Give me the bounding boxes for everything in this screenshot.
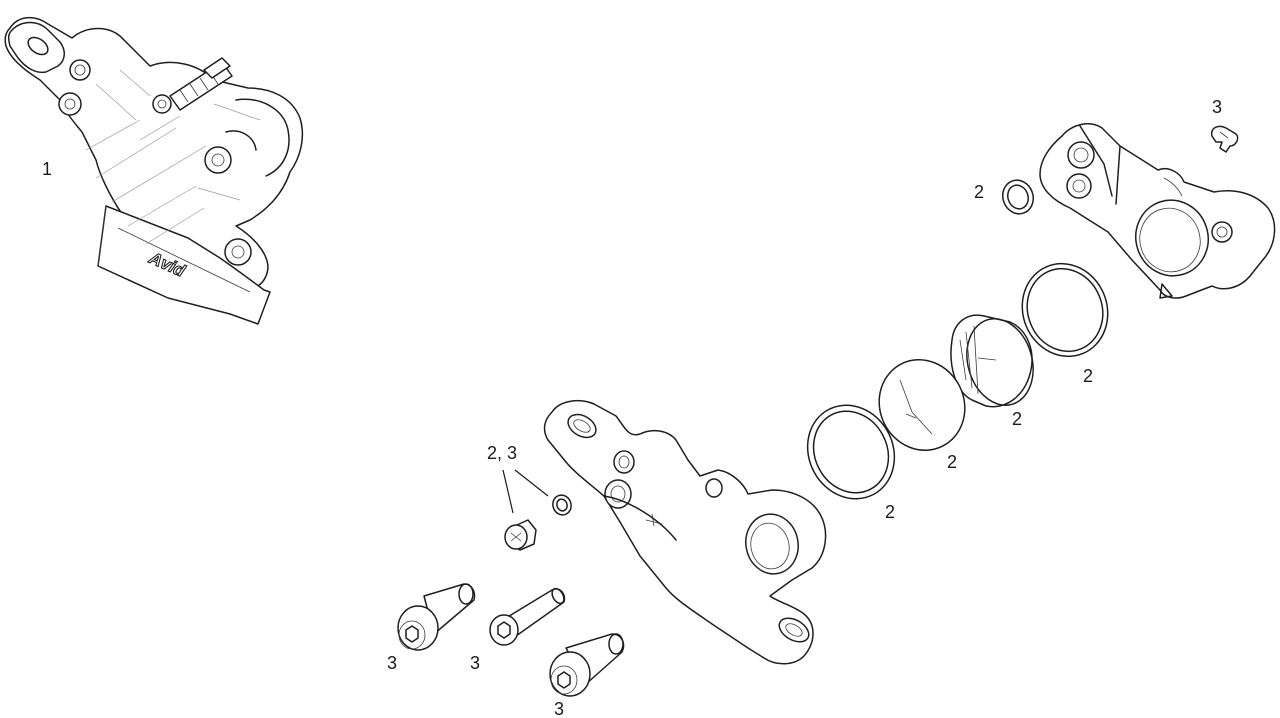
callout-2-o-ring-top: 2	[974, 182, 984, 202]
callout-2-3-bleed: 2, 3	[487, 443, 517, 463]
piston-seal-inner	[806, 404, 896, 500]
callout-2-piston-mid: 2	[947, 452, 957, 472]
callout-2-seal-outer: 2	[1083, 366, 1093, 386]
callout-3-bolt-right: 3	[554, 699, 564, 718]
leader-line-washer	[514, 469, 549, 497]
o-ring-small-top	[1002, 179, 1034, 215]
piston-large	[950, 314, 1034, 408]
callout-2-piston-right: 2	[1012, 409, 1022, 429]
piston-seal-outer	[1021, 262, 1109, 358]
retaining-clip	[1210, 125, 1239, 153]
assembled-caliper: Avid	[4, 16, 304, 325]
callout-3-pin: 3	[470, 653, 480, 673]
callout-2-seal-inner: 2	[885, 502, 895, 522]
callout-1: 1	[42, 159, 52, 179]
mounting-bolt-left	[397, 583, 476, 651]
callout-3-bolt-left: 3	[387, 653, 397, 673]
outboard-caliper-half	[1039, 123, 1276, 299]
leader-line-bleed	[502, 469, 514, 514]
piston-small	[878, 358, 966, 452]
bleed-screw	[504, 519, 537, 551]
inboard-caliper-half	[543, 399, 827, 665]
slide-pin	[489, 587, 566, 646]
callout-3-clip-top: 3	[1212, 97, 1222, 117]
mounting-bolt-right	[549, 633, 625, 697]
crush-washer	[552, 494, 572, 516]
